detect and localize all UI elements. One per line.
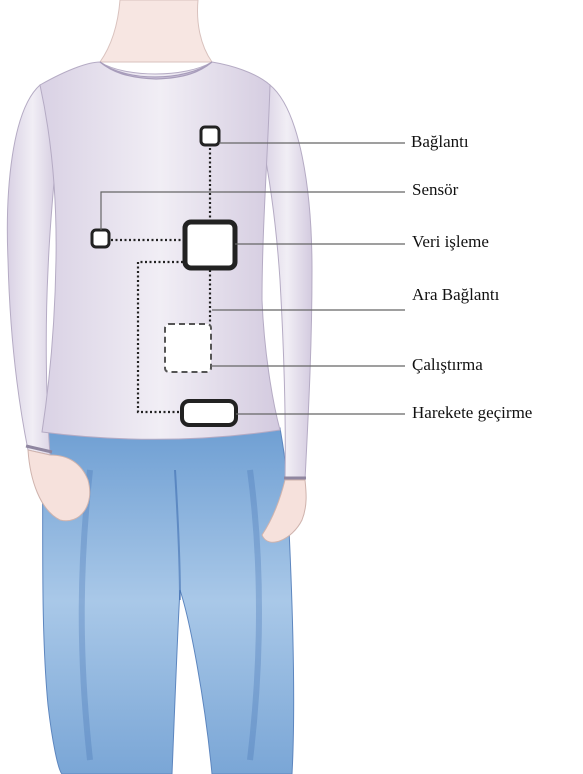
shirt-torso — [40, 62, 280, 439]
processing-module — [185, 222, 235, 268]
label-actuation: Harekete geçirme — [412, 404, 532, 421]
neck — [100, 0, 212, 62]
actuator-module — [182, 401, 236, 425]
actuation-module — [165, 324, 211, 372]
label-data-processing: Veri işleme — [412, 233, 489, 250]
label-connectivity: Bağlantı — [411, 133, 469, 150]
label-operation: Çalıştırma — [412, 356, 483, 373]
label-interconnect: Ara Bağlantı — [412, 286, 499, 303]
connectivity-module — [201, 127, 219, 145]
label-sensor: Sensör — [412, 181, 458, 198]
sensor-module — [92, 230, 109, 247]
